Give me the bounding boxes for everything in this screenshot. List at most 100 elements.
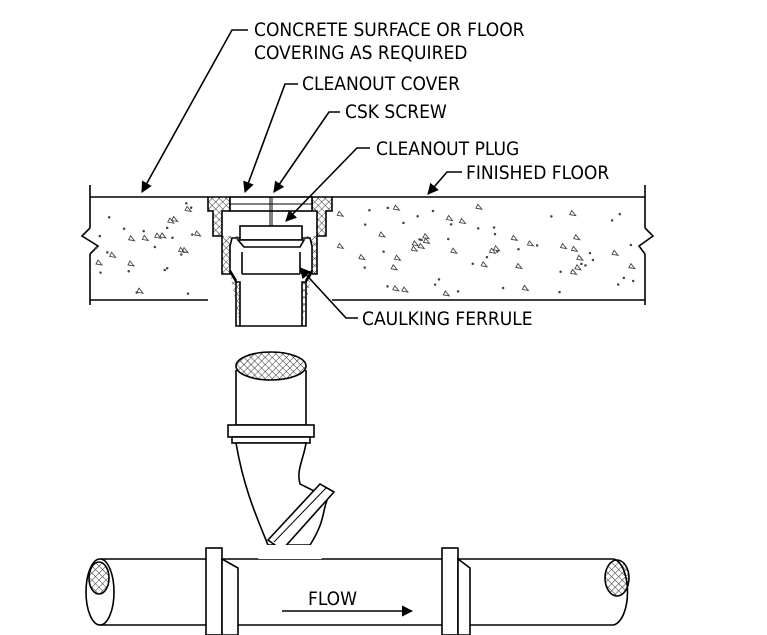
- concrete-speck: [526, 240, 535, 247]
- concrete-speck: [480, 260, 489, 268]
- concrete-speck: [574, 263, 583, 271]
- label-flow: FLOW: [308, 588, 357, 610]
- concrete-speck: [569, 209, 577, 217]
- concrete-speck: [456, 290, 460, 293]
- concrete-speck: [588, 251, 592, 255]
- concrete-speck: [616, 283, 620, 286]
- concrete-speck: [165, 226, 169, 230]
- concrete-speck: [163, 268, 166, 272]
- concrete-speck: [450, 247, 458, 254]
- concrete-speck: [402, 221, 405, 225]
- concrete-speck: [573, 233, 581, 241]
- concrete-speck: [368, 208, 371, 212]
- concrete-speck: [628, 262, 636, 270]
- concrete-speck: [610, 219, 614, 222]
- concrete-speck: [449, 223, 453, 226]
- concrete-speck: [570, 245, 579, 252]
- pipe-hubs: [205, 545, 471, 635]
- concrete-speck: [631, 279, 635, 283]
- concrete-speck: [418, 238, 421, 241]
- concrete-speck: [393, 254, 402, 261]
- concrete-speck: [618, 212, 621, 216]
- concrete-speck: [580, 262, 583, 266]
- concrete-speck: [336, 210, 345, 217]
- concrete-speck: [559, 270, 562, 274]
- concrete-speck: [471, 262, 475, 265]
- concrete-speck: [336, 242, 345, 250]
- concrete-speck: [94, 246, 98, 250]
- label-cleanout-plug: CLEANOUT PLUG: [376, 138, 519, 160]
- concrete-speck: [177, 246, 186, 254]
- concrete-speck: [401, 286, 409, 293]
- concrete-speck: [142, 229, 145, 233]
- concrete-aggregate: [94, 202, 636, 297]
- concrete-speck: [521, 284, 530, 292]
- concrete-speck: [191, 233, 194, 236]
- concrete-speck: [629, 243, 633, 247]
- concrete-speck: [517, 247, 520, 251]
- concrete-speck: [485, 255, 489, 259]
- concrete-speck: [154, 232, 162, 239]
- label-concrete-line2: COVERING AS REQUIRED: [254, 42, 467, 64]
- concrete-speck: [122, 227, 126, 230]
- concrete-speck: [437, 278, 441, 281]
- concrete-speck: [127, 269, 130, 273]
- concrete-speck: [569, 268, 578, 276]
- concrete-speck: [411, 239, 420, 247]
- concrete-speck: [180, 253, 183, 256]
- wye-fitting: [235, 442, 336, 552]
- concrete-speck: [185, 202, 188, 205]
- concrete-speck: [445, 214, 454, 222]
- concrete-speck: [611, 249, 620, 256]
- label-csk-screw: CSK SCREW: [345, 101, 447, 123]
- concrete-speck: [496, 250, 499, 253]
- horizontal-pipe: [85, 558, 630, 626]
- concrete-speck: [510, 234, 519, 241]
- concrete-speck: [390, 263, 399, 271]
- concrete-speck: [422, 237, 431, 244]
- label-cleanout-cover: CLEANOUT COVER: [302, 73, 460, 95]
- concrete-speck: [108, 251, 117, 259]
- concrete-speck: [392, 284, 400, 292]
- concrete-speck: [476, 227, 480, 230]
- concrete-speck: [422, 232, 431, 240]
- concrete-speck: [136, 287, 145, 294]
- concrete-speck: [386, 285, 389, 288]
- concrete-speck: [153, 245, 157, 249]
- concrete-speck: [171, 215, 179, 223]
- concrete-speck: [576, 254, 584, 261]
- concrete-speck: [410, 245, 419, 252]
- concrete-speck: [378, 231, 387, 238]
- concrete-speck: [165, 266, 169, 270]
- concrete-speck: [442, 290, 451, 297]
- concrete-speck: [363, 223, 367, 226]
- concrete-speck: [186, 292, 190, 295]
- concrete-speck: [535, 244, 539, 247]
- concrete-speck: [141, 234, 150, 242]
- concrete-speck: [493, 232, 497, 236]
- concrete-speck: [622, 276, 626, 280]
- label-concrete-line1: CONCRETE SURFACE OR FLOOR: [254, 19, 525, 41]
- concrete-speck: [550, 215, 553, 218]
- concrete-speck: [181, 246, 190, 254]
- concrete-speck: [488, 247, 497, 254]
- concrete-speck: [420, 238, 423, 242]
- concrete-speck: [358, 253, 366, 261]
- label-finished-floor: FINISHED FLOOR: [466, 162, 609, 184]
- concrete-speck: [106, 251, 109, 254]
- concrete-speck: [127, 260, 136, 267]
- concrete-speck: [392, 204, 401, 211]
- concrete-speck: [386, 206, 390, 210]
- concrete-speck: [159, 232, 167, 239]
- concrete-speck: [501, 286, 505, 290]
- leader-lines: [141, 29, 462, 319]
- concrete-speck: [98, 234, 102, 238]
- concrete-speck: [492, 226, 496, 229]
- concrete-speck: [189, 206, 193, 209]
- floor-slab: [80, 185, 655, 305]
- concrete-speck: [363, 266, 366, 269]
- concrete-speck: [184, 205, 193, 213]
- concrete-speck: [558, 290, 561, 294]
- vertical-pipe: [227, 351, 315, 444]
- concrete-speck: [127, 234, 136, 242]
